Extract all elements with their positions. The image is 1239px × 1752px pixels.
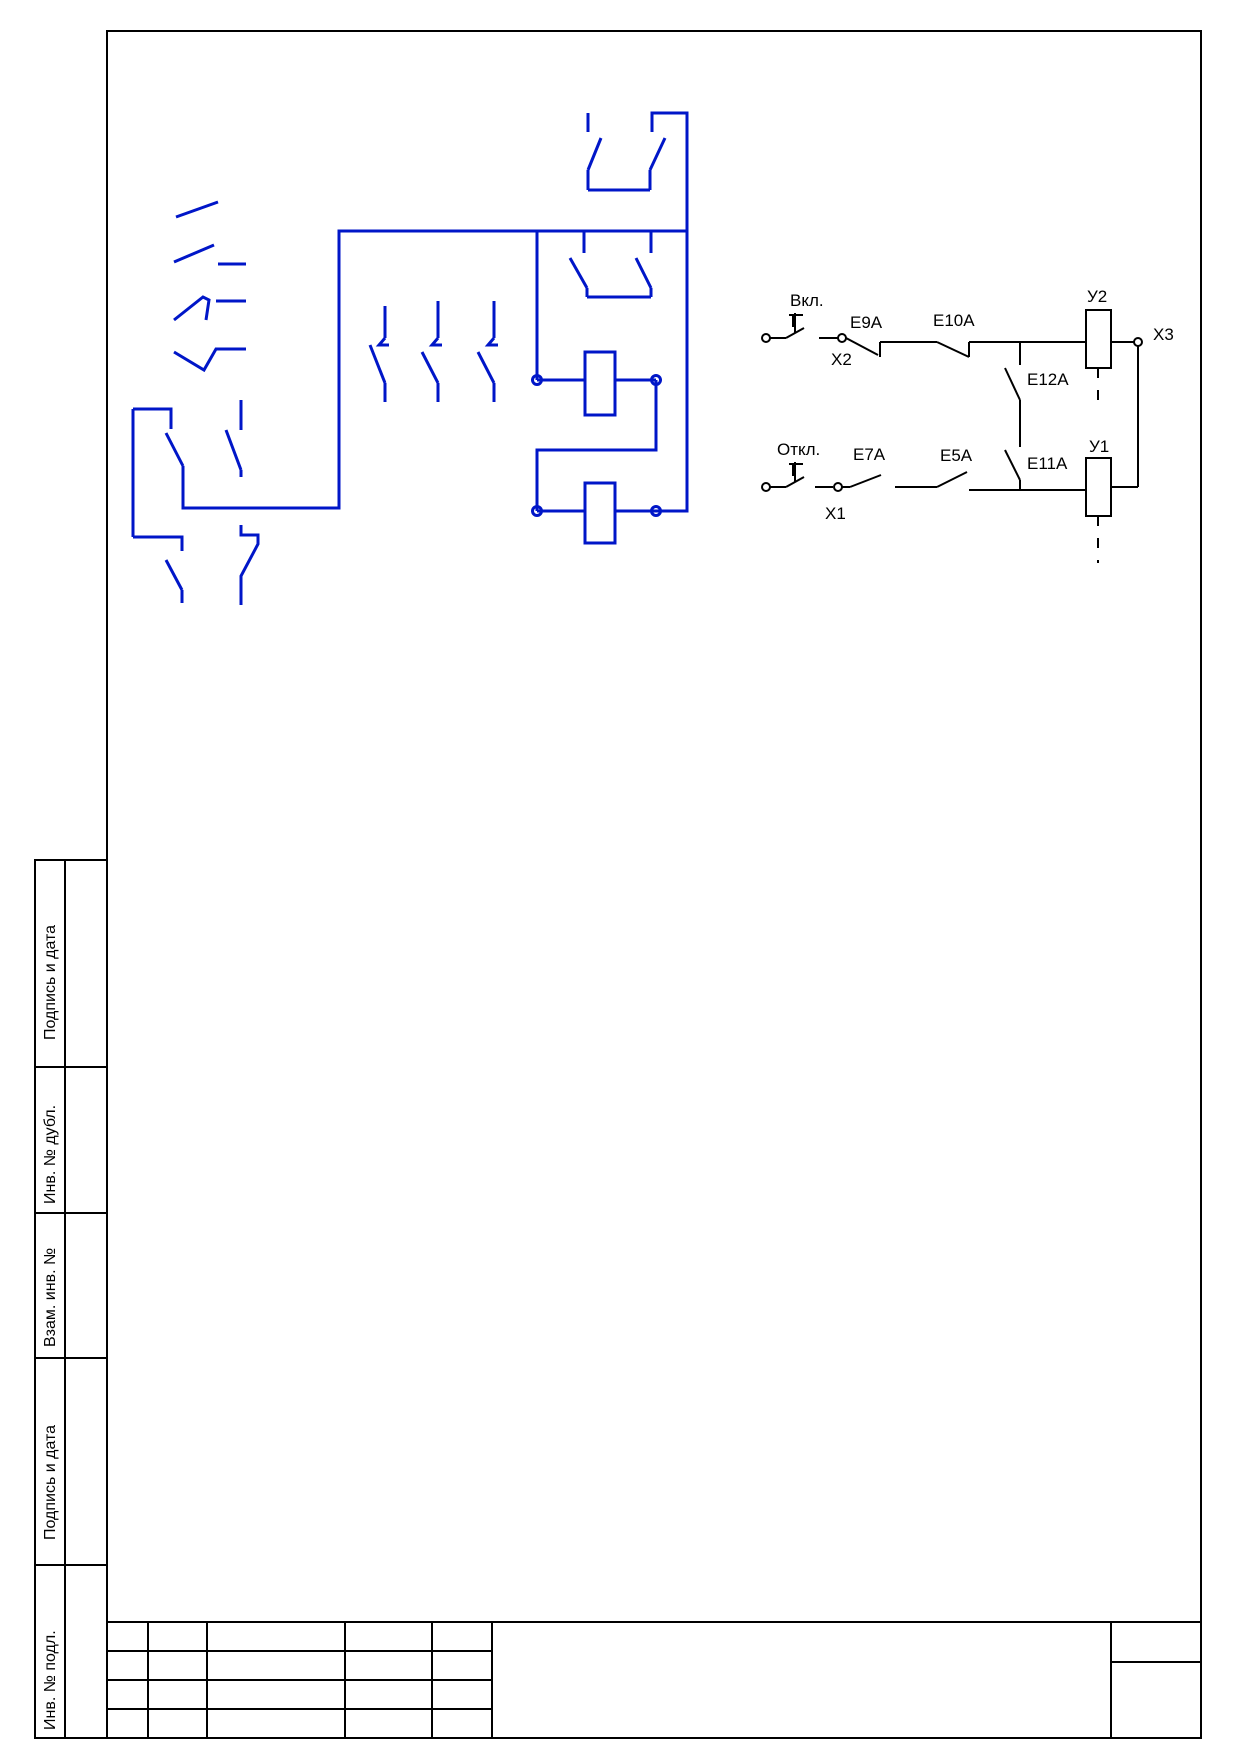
label-x3: Х3 [1153,325,1174,344]
label-off-button: Откл. [777,440,820,459]
blue-circuit [131,111,689,605]
label-x1: Х1 [825,504,846,523]
sheet-border [106,30,1202,1739]
coil-y2 [1085,309,1112,369]
title-block [107,1621,1201,1738]
label-e11a: Е11А [1027,454,1068,473]
terminal-left-bottom [761,482,771,492]
label-y2: У2 [1087,287,1107,306]
label-e10a: Е10А [933,311,975,330]
side-label-sign-date-1: Подпись и дата [42,925,59,1040]
side-label-orig-inv: Инв. № подл. [42,1630,59,1730]
label-e9a: Е9А [850,313,883,332]
label-e7a: Е7А [853,445,886,464]
side-label-sign-date-2: Подпись и дата [42,1425,59,1540]
side-label-replace-inv: Взам. инв. № [42,1248,59,1347]
control-circuit: Вкл. Откл. Е9А Е10А Е12А Е7А Е5А Е11А У2… [761,287,1174,563]
terminal-left-top [761,333,771,343]
label-e12a: Е12А [1027,370,1069,389]
terminal-x1 [833,482,843,492]
terminal-x2 [837,333,847,343]
side-column: Подпись и дата Инв. № дубл. Взам. инв. №… [34,859,108,1739]
coil-y1 [1085,457,1112,517]
label-on-button: Вкл. [790,291,824,310]
label-e5a: Е5А [940,446,973,465]
side-label-dup-inv: Инв. № дубл. [42,1105,59,1204]
terminal-x3 [1133,337,1143,347]
label-y1: У1 [1089,437,1109,456]
label-x2: Х2 [831,350,852,369]
